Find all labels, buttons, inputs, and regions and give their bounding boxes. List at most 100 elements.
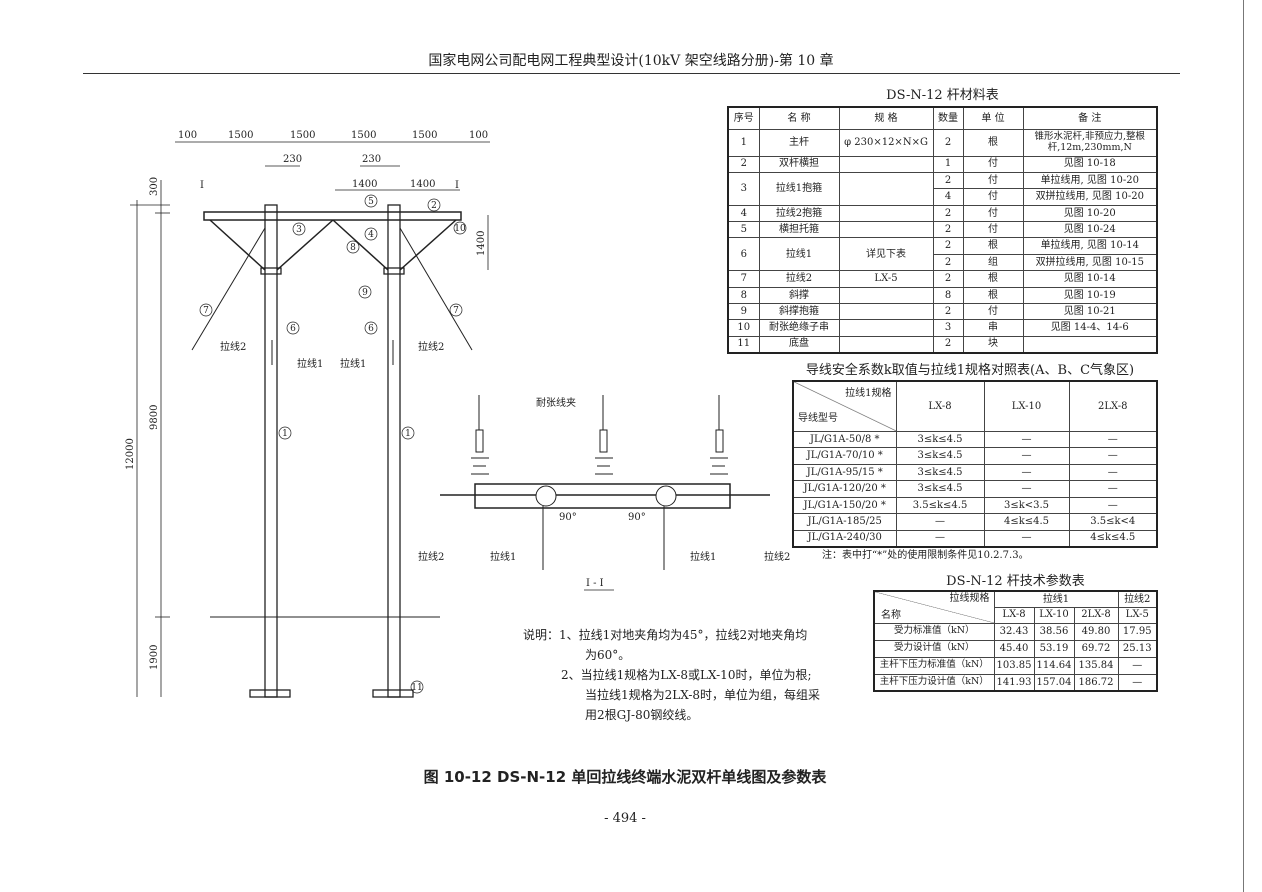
- tension-clamp-label: 耐张线夹: [536, 396, 576, 409]
- safety-table-footnote: 注：表中打“*”处的使用限制条件见10.2.7.3。: [822, 550, 1029, 561]
- table-cell: —: [983, 447, 1070, 465]
- callout-1: 1: [282, 429, 288, 439]
- dim-label: 300: [149, 177, 160, 196]
- table-cell: —: [983, 480, 1070, 498]
- table-cell: 3: [727, 171, 760, 206]
- column-header: 名 称: [758, 106, 840, 130]
- table-cell: 根: [962, 286, 1024, 305]
- note-line: 用2根GJ-80钢绞线。: [585, 708, 699, 722]
- table-cell: JL/G1A-240/30: [792, 529, 897, 547]
- column-header: LX-10: [983, 380, 1070, 432]
- dim-label: 9800: [149, 405, 160, 430]
- table-row: JL/G1A-120/20 *3≤k≤4.5——: [792, 480, 1158, 498]
- section-mark: I: [455, 180, 459, 191]
- table-cell: —: [1068, 430, 1158, 448]
- note-line: 为60°。: [585, 648, 631, 662]
- table-cell: JL/G1A-150/20 *: [792, 496, 897, 514]
- callouts: [199, 194, 467, 694]
- page-header: 国家电网公司配电网工程典型设计(10kV 架空线路分册)-第 10 章: [428, 53, 834, 69]
- table-cell: 2: [932, 335, 964, 354]
- table-cell: 斜撑: [758, 286, 840, 305]
- table-cell: 付: [962, 188, 1024, 206]
- section-mark: I: [200, 180, 204, 191]
- figure-caption: 图 10-12 DS-N-12 单回拉线终端水泥双杆单线图及参数表: [423, 768, 827, 786]
- callout-8: 8: [350, 243, 356, 253]
- table-cell: [1022, 335, 1158, 354]
- table-cell: 主杆下压力标准值（kN）: [873, 656, 995, 675]
- table-cell: 根: [962, 237, 1024, 255]
- dim-label: 100: [178, 130, 197, 141]
- corner-cell: 拉线1规格 导线型号: [792, 380, 897, 432]
- corner-cell: 拉线规格 名称: [873, 590, 995, 624]
- table-cell: 双杆横担: [758, 155, 840, 173]
- table-cell: 见图 10-18: [1022, 155, 1158, 173]
- column-header: 2LX-8: [1073, 606, 1119, 624]
- table-cell: 底盘: [758, 335, 840, 354]
- table-cell: —: [895, 513, 985, 531]
- corner-bottom-label: 名称: [881, 610, 901, 621]
- corner-bottom-label: 导线型号: [798, 413, 838, 424]
- table-cell: 3≤k≤4.5: [895, 480, 985, 498]
- table-row: JL/G1A-95/15 *3≤k≤4.5——: [792, 463, 1158, 481]
- column-header: 2LX-8: [1068, 380, 1158, 432]
- table-cell: [838, 204, 934, 223]
- table-cell: —: [1068, 447, 1158, 465]
- table-cell: 斜撑抱箍: [758, 303, 840, 321]
- table-cell: 103.85: [993, 656, 1035, 675]
- table-cell: 拉线2抱箍: [758, 204, 840, 223]
- table-cell: 3.5≤k<4: [1068, 513, 1158, 531]
- note-line: 1、拉线1对地夹角均为45°，拉线2对地夹角均: [559, 628, 808, 642]
- table-cell: —: [1117, 673, 1158, 692]
- callout-5: 5: [368, 197, 374, 207]
- table-cell: 2: [932, 253, 964, 272]
- table-cell: 141.93: [993, 673, 1035, 692]
- table-cell: 双拼拉线用, 见图 10-15: [1022, 253, 1158, 272]
- table-cell: 3.5≤k≤4.5: [895, 496, 985, 514]
- table-cell: 见图 14-4、14-6: [1022, 319, 1158, 337]
- table-cell: 根: [962, 128, 1024, 157]
- table-cell: —: [983, 529, 1070, 547]
- table-cell: 双拼拉线用, 见图 10-20: [1022, 188, 1158, 206]
- table-cell: 拉线2: [758, 270, 840, 288]
- table-cell: 主杆: [758, 128, 840, 157]
- table-cell: 付: [962, 155, 1024, 173]
- table-cell: 17.95: [1117, 622, 1158, 641]
- callout-2: 2: [431, 201, 437, 211]
- dim-label: 230: [362, 154, 381, 165]
- table-cell: 见图 10-20: [1022, 204, 1158, 223]
- table-cell: 见图 10-21: [1022, 303, 1158, 321]
- table-cell: 3≤k<3.5: [983, 496, 1070, 514]
- group-header: 拉线2: [1117, 590, 1158, 608]
- table-cell: —: [1068, 480, 1158, 498]
- table-cell: 拉线1: [758, 237, 840, 272]
- table-cell: 8: [932, 286, 964, 305]
- table-cell: 付: [962, 303, 1024, 321]
- table-cell: 耐张绝缘子串: [758, 319, 840, 337]
- callout-7: 7: [453, 306, 459, 316]
- table-cell: 5: [727, 221, 760, 239]
- table-cell: 单拉线用, 见图 10-20: [1022, 171, 1158, 190]
- table-cell: —: [1068, 496, 1158, 514]
- table-cell: 2: [932, 204, 964, 223]
- callout-4: 4: [368, 230, 374, 240]
- dim-label: 1900: [149, 645, 160, 670]
- table-cell: 2: [932, 270, 964, 288]
- table-cell: 1: [727, 128, 760, 157]
- table-cell: 32.43: [993, 622, 1035, 641]
- table-cell: 见图 10-14: [1022, 270, 1158, 288]
- note-line: 2、当拉线1规格为LX-8或LX-10时，单位为根;: [561, 668, 812, 682]
- table-cell: [838, 155, 934, 173]
- crossarm: [203, 211, 462, 221]
